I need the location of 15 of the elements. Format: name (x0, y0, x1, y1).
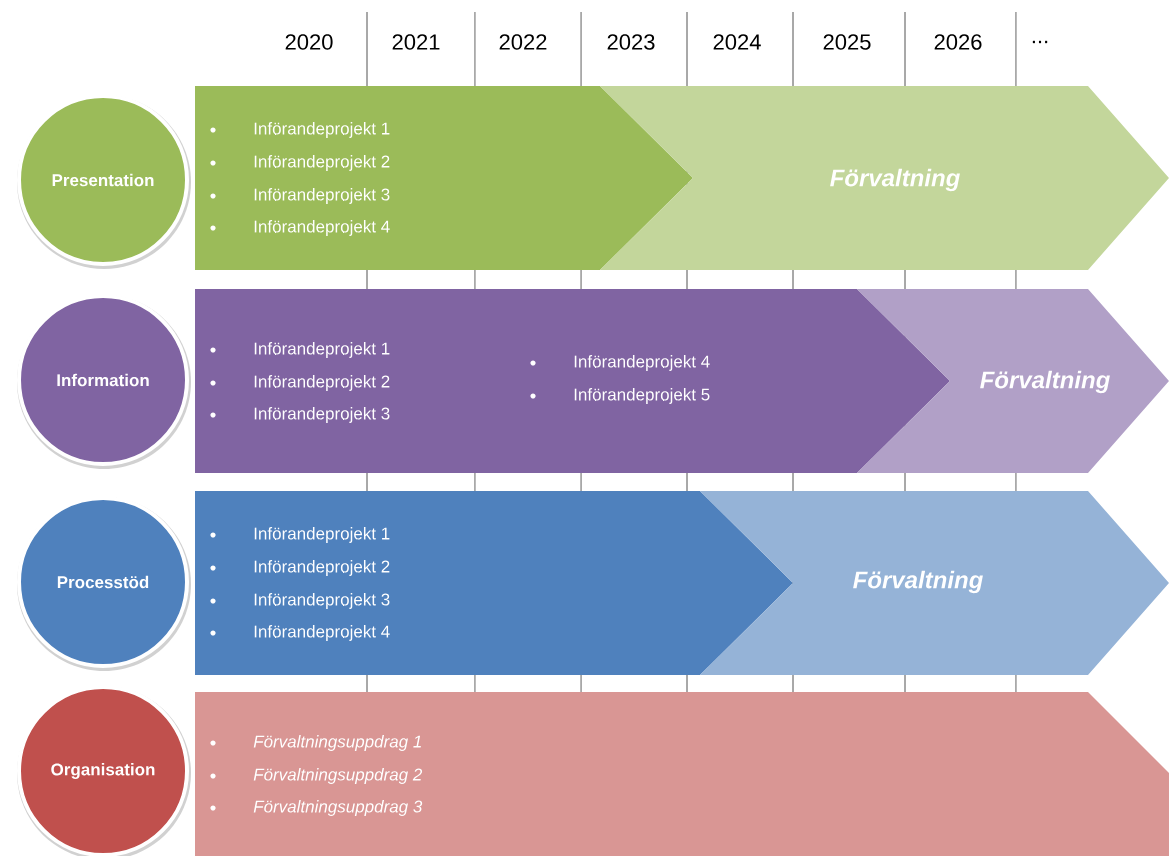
year-label: 2024 (713, 34, 761, 50)
year-label: 2025 (823, 34, 871, 50)
project-band: Införandeprojekt 1 Införandeprojekt 2 Införandeprojekt 3 Införandeprojekt 4 (195, 491, 793, 675)
project-band: Förvaltningsuppdrag 1 Förvaltningsuppdrag 2 Förvaltningsuppdrag 3 (195, 692, 1169, 856)
year-label: 2022 (499, 34, 547, 50)
year-label: 2026 (934, 34, 982, 50)
year-label: ... (1032, 40, 1048, 44)
project-band: Införandeprojekt 1 Införandeprojekt 2 Införandeprojekt 3 Införandeprojekt 4 (195, 86, 693, 270)
project-band: Införandeprojekt 1 Införandeprojekt 2 Införandeprojekt 3 Införandeprojekt 4 Införandeprojekt 5 (195, 289, 950, 473)
phase-band: Förvaltning (857, 289, 1169, 473)
year-label: 2020 (285, 34, 333, 50)
year-label: 2021 (392, 34, 440, 50)
phase-band: Förvaltning (600, 86, 1169, 270)
phase-band: Förvaltning (700, 491, 1169, 675)
year-label: 2023 (607, 34, 655, 50)
